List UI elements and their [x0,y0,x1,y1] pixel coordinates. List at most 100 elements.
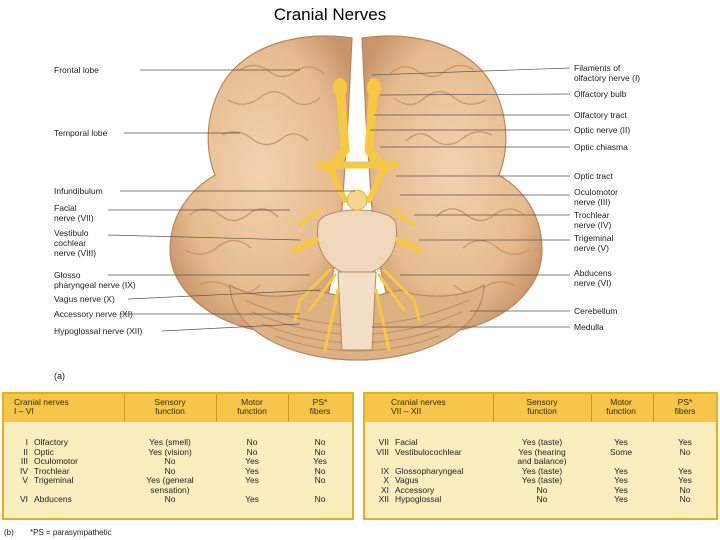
label-accessory-nerve: Accessory nerve (XI) [54,309,133,319]
sensory-function: Yes (general sensation) [146,475,194,495]
label-trochlear-nerve: Trochlear nerve (IV) [574,210,612,230]
nerve-number: V [22,475,28,485]
nerve-name: Vagus [395,475,419,485]
nerve-name: Trigeminal [34,475,74,485]
label-oculomotor-nerve: Oculomotor nerve (III) [574,187,618,207]
ps-fibers: No [314,446,326,457]
nerve-number: I [25,437,28,447]
olfactory-bulb-right [367,78,381,98]
label-temporal-lobe: Temporal lobe [54,128,108,138]
label-optic-chiasma: Optic chiasma [574,142,628,152]
ps-fibers: No [314,437,326,447]
ps-fibers: No [679,484,691,495]
sensory-function: No [164,465,176,476]
label-infundibulum: Infundibulum [54,186,103,196]
sensory-function: Yes (taste) [521,437,563,447]
nerve-name: Facial [395,437,418,447]
ps-fibers: No [314,465,326,476]
table-header: Cranial nerves VII – XII Sensory functio… [365,394,716,422]
nerve-number: VI [19,494,28,504]
header-sensory: Sensory function [526,397,558,416]
sensory-function: No [536,494,548,504]
nerve-number: III [20,456,28,466]
motor-function: No [246,446,258,457]
cranial-nerves-table-vii-xii: Cranial nerves VII – XII Sensory functio… [363,392,718,520]
panel-label-a: (a) [54,371,65,381]
infundibulum [346,189,368,211]
header-ps: PS* fibers [309,397,331,416]
sensory-function: No [164,456,176,466]
nerve-number: IV [19,465,28,476]
sensory-function: Yes (vision) [148,446,192,457]
header-motor: Motor function [606,397,636,416]
header-cranial-nerves: Cranial nerves I – VI [14,397,69,416]
header-cranial-nerves: Cranial nerves VII – XII [391,397,446,416]
label-olfactory-bulb: Olfactory bulb [574,89,627,99]
motor-function: Some [609,446,633,457]
label-facial-nerve: Facial nerve (VII) [54,203,94,223]
motor-function: No [246,437,258,447]
header-sensory: Sensory function [154,397,186,416]
motor-function: Yes [614,465,628,476]
motor-function: Yes [245,465,259,476]
label-trigeminal-nerve: Trigeminal nerve (V) [574,233,614,253]
motor-function: Yes [614,484,628,495]
nerve-name: Glossopharyngeal [395,465,464,476]
header-ps: PS* fibers [674,397,696,416]
ps-fibers: No [679,446,691,457]
brain-illustration [107,35,571,361]
motor-function: Yes [245,494,259,504]
ps-fibers: Yes [678,465,692,476]
label-hypoglossal-nerve: Hypoglossal nerve (XII) [54,326,143,336]
nerve-number: VII [378,437,389,447]
ps-fibers: Yes [313,456,327,466]
label-optic-nerve: Optic nerve (II) [574,125,631,135]
label-optic-tract: Optic tract [574,171,613,181]
label-cerebellum: Cerebellum [574,306,618,316]
ps-fibers: No [314,494,326,504]
motor-function: Yes [245,475,259,485]
label-olfactory-filaments: Filaments of olfactory nerve (I) [574,63,641,83]
olfactory-bulb-left [333,78,347,98]
panel-label-b: (b) [4,528,14,537]
nerve-number: VIII [376,446,389,457]
ps-fibers: Yes [678,475,692,485]
motor-function: Yes [614,475,628,485]
nerve-name: Vestibulocochlear [395,446,462,457]
motor-function: Yes [245,456,259,466]
nerve-name: Trochlear [34,465,70,476]
nerve-name: Hypoglossal [395,494,442,504]
label-abducens-nerve: Abducens nerve (VI) [574,268,612,288]
page-title: Cranial Nerves [273,5,387,24]
nerve-number: XI [380,484,389,495]
table-header: Cranial nerves I – VI Sensory function M… [4,394,352,422]
nerve-name: Accessory [395,484,435,495]
cranial-nerves-table-i-vi: Cranial nerves I – VI Sensory function M… [2,392,354,520]
nerve-number: IX [380,465,389,476]
ps-fibers: Yes [678,437,692,447]
nerve-number: XII [378,494,389,504]
pons [316,209,398,276]
nerve-name: Abducens [34,494,72,504]
sensory-function: Yes (hearing and balance) [517,446,567,466]
nerve-name: Optic [34,446,54,457]
sensory-function: Yes (taste) [521,475,563,485]
label-vestibulocochlear-nerve: Vestibulo cochlear nerve (VIII) [54,228,97,258]
parasympathetic-footnote: *PS = parasympathetic [30,528,112,537]
motor-function: Yes [614,494,628,504]
label-glossopharyngeal-nerve: Glosso pharyngeal nerve (IX) [54,270,136,290]
sensory-function: Yes (smell) [149,437,191,447]
sensory-function: Yes (taste) [521,465,563,476]
label-vagus-nerve: Vagus nerve (X) [54,294,115,304]
medulla [337,271,377,351]
label-frontal-lobe: Frontal lobe [54,65,99,75]
nerve-name: Olfactory [34,437,69,447]
label-medulla: Medulla [574,322,604,332]
label-olfactory-tract: Olfactory tract [574,110,627,120]
nerve-number: X [383,475,389,485]
nerve-number: II [23,446,28,457]
sensory-function: No [536,484,548,495]
nerve-name: Oculomotor [34,456,78,466]
ps-fibers: No [314,475,326,485]
header-motor: Motor function [237,397,267,416]
